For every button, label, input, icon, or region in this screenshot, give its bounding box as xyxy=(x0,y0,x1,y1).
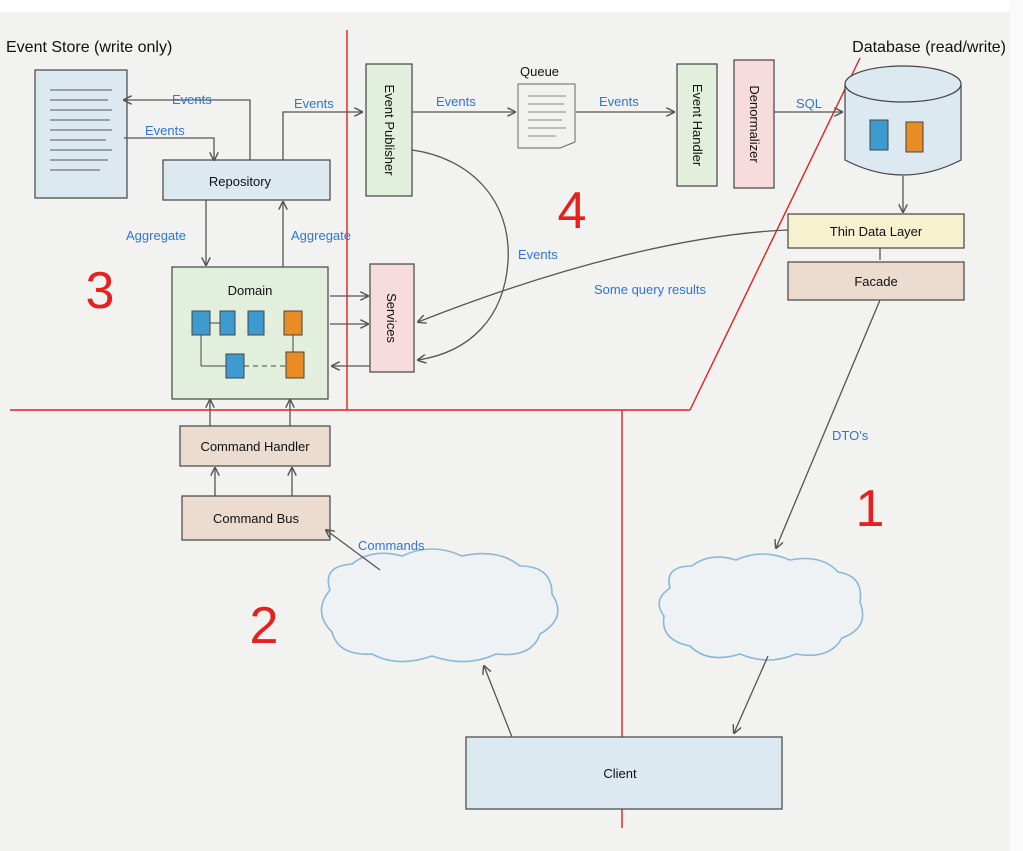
events-label-to-publisher: Events xyxy=(294,96,334,111)
event-publisher-label: Event Publisher xyxy=(382,84,397,176)
event-publisher-box xyxy=(365,63,413,197)
events-label-repository-in: Events xyxy=(145,123,185,138)
database-cylinder xyxy=(844,65,962,176)
client-label: Client xyxy=(603,766,637,781)
arrow-facade-to-query-cloud xyxy=(776,299,881,548)
zone-number-1: 1 xyxy=(856,480,885,538)
event-handler-box xyxy=(676,63,718,187)
right-margin xyxy=(1010,0,1023,851)
events-label-store-out: Events xyxy=(172,92,212,107)
queue-heading: Queue xyxy=(520,64,559,79)
arrow-thin-layer-to-services xyxy=(418,229,789,322)
connectors xyxy=(124,100,903,738)
zone-number-3: 3 xyxy=(86,262,115,320)
arrow-store-to-repository xyxy=(124,137,214,160)
arrow-command-cloud-to-bus xyxy=(326,530,381,571)
command-bus-box xyxy=(181,495,331,541)
some-query-results-label: Some query results xyxy=(594,282,706,297)
aggregate-label-up: Aggregate xyxy=(291,228,351,243)
thin-data-layer-box xyxy=(787,213,965,249)
events-label-to-handler: Events xyxy=(599,94,639,109)
arrow-repository-to-publisher xyxy=(282,112,362,160)
arrow-repository-to-store xyxy=(124,100,251,160)
sql-label: SQL xyxy=(796,96,822,111)
command-handler-box xyxy=(179,425,331,467)
repository-box xyxy=(162,159,331,201)
command-handler-label: Command Handler xyxy=(200,439,310,454)
command-side-cloud xyxy=(320,548,559,663)
zone-dividers xyxy=(10,30,861,828)
event-store-heading: Event Store (write only) xyxy=(6,39,172,56)
repository-label: Repository xyxy=(209,174,272,189)
query-side-cloud xyxy=(658,553,864,661)
client-box xyxy=(465,736,783,810)
dtos-label: DTO's xyxy=(832,428,869,443)
command-bus-label: Command Bus xyxy=(213,511,299,526)
services-box xyxy=(369,263,415,373)
denormalizer-box xyxy=(733,59,775,189)
domain-heading: Domain xyxy=(228,283,273,298)
zone-number-2: 2 xyxy=(250,597,279,655)
facade-box xyxy=(787,261,965,301)
events-label-to-queue: Events xyxy=(436,94,476,109)
commands-label: Commands xyxy=(358,538,425,553)
divider-diagonal xyxy=(689,57,861,411)
event-store-document xyxy=(34,69,128,199)
top-margin xyxy=(0,0,1023,12)
services-label: Services xyxy=(384,293,399,343)
events-label-to-services: Events xyxy=(518,247,558,262)
event-handler-label: Event Handler xyxy=(690,84,705,167)
arrow-client-to-command-cloud xyxy=(484,666,513,738)
arrow-publisher-to-services xyxy=(411,149,509,360)
queue-document xyxy=(517,83,576,149)
domain-aggregates xyxy=(191,310,305,379)
facade-label: Facade xyxy=(854,274,897,289)
denormalizer-label: Denormalizer xyxy=(747,85,762,163)
zone-number-4: 4 xyxy=(558,182,587,240)
arrow-query-cloud-to-client xyxy=(734,655,769,733)
aggregate-label-down: Aggregate xyxy=(126,228,186,243)
database-heading: Database (read/write) xyxy=(852,39,1006,56)
thin-data-layer-label: Thin Data Layer xyxy=(830,224,923,239)
